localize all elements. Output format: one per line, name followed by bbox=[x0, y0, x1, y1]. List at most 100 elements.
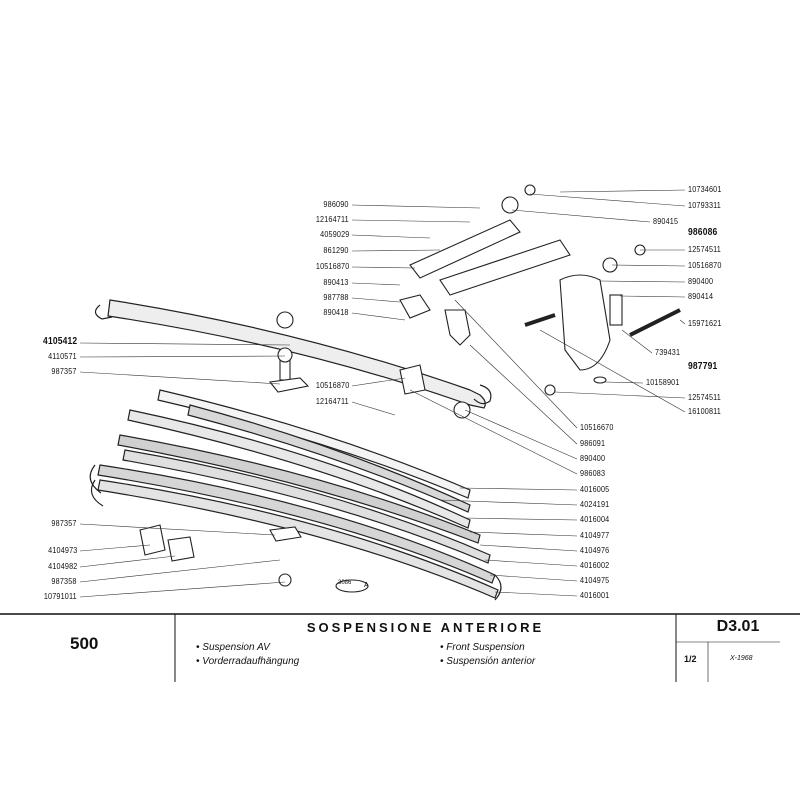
leader-line bbox=[351, 282, 401, 286]
part-number-label: 987788 bbox=[323, 292, 349, 302]
part-number-label: 4016004 bbox=[580, 514, 610, 524]
leader-line bbox=[611, 264, 686, 267]
leader-line bbox=[409, 389, 578, 475]
part-number-label: 4016001 bbox=[580, 590, 610, 600]
leader-line bbox=[464, 517, 578, 521]
sheet-number: 1/2 bbox=[684, 654, 697, 664]
sheet-code: D3.01 bbox=[716, 618, 760, 635]
subtitle-english: • Front Suspension bbox=[440, 642, 525, 653]
leader-line bbox=[621, 329, 653, 354]
part-number-label: 890418 bbox=[323, 307, 349, 317]
stamp-number: 3086 bbox=[338, 580, 352, 586]
part-number-label: 15971621 bbox=[688, 318, 722, 328]
part-number-label: 4104976 bbox=[580, 545, 610, 555]
part-number-label: 890413 bbox=[323, 277, 349, 287]
leader-line bbox=[619, 295, 686, 298]
part-number-label: 861290 bbox=[323, 245, 349, 255]
leader-line bbox=[79, 555, 176, 568]
part-number-label: 4104982 bbox=[47, 561, 77, 571]
part-number-label: 739431 bbox=[655, 347, 681, 357]
leader-line bbox=[459, 487, 578, 491]
part-number-label: 986091 bbox=[580, 438, 606, 448]
leader-line bbox=[529, 193, 686, 207]
model-number: 500 bbox=[70, 634, 99, 653]
part-number-label: 890400 bbox=[580, 453, 606, 463]
part-number-label: 10516670 bbox=[580, 422, 614, 432]
leader-line bbox=[469, 344, 578, 445]
leader-line bbox=[439, 499, 578, 506]
part-number-label: 4104973 bbox=[47, 545, 77, 555]
leader-line bbox=[599, 280, 686, 283]
leader-line bbox=[489, 574, 578, 582]
leader-line bbox=[454, 299, 578, 429]
leader-line bbox=[79, 342, 291, 346]
part-number-label: 4059029 bbox=[319, 229, 349, 239]
leader-line bbox=[464, 409, 578, 460]
leader-lines bbox=[79, 189, 686, 598]
leader-line bbox=[511, 209, 651, 223]
part-number-label: 4024191 bbox=[580, 499, 610, 509]
leader-line bbox=[351, 377, 406, 387]
part-number-label: 986086 bbox=[688, 227, 718, 238]
part-number-label: 10791011 bbox=[44, 591, 77, 601]
leader-line bbox=[79, 559, 281, 583]
leader-line bbox=[479, 544, 578, 552]
part-number-label: 10516870 bbox=[688, 260, 722, 270]
leader-line bbox=[79, 371, 281, 385]
part-number-label: 10734601 bbox=[688, 184, 722, 194]
part-number-label: 4016005 bbox=[580, 484, 610, 494]
subtitle-french: • Suspension AV bbox=[196, 642, 270, 653]
issue-date: X-1968 bbox=[730, 655, 753, 662]
title-block-rules bbox=[0, 613, 800, 682]
part-number-label: 986090 bbox=[323, 199, 349, 209]
leader-line bbox=[559, 189, 686, 193]
leader-line bbox=[604, 381, 644, 384]
leader-line bbox=[539, 329, 686, 413]
part-number-label: 12164711 bbox=[316, 396, 349, 406]
part-number-label: 12574511 bbox=[688, 244, 721, 254]
stamp-letter: A bbox=[364, 582, 369, 589]
leader-line bbox=[679, 319, 686, 325]
part-number-label: 16100811 bbox=[688, 406, 721, 416]
part-number-label: 890400 bbox=[688, 276, 714, 286]
leader-line bbox=[554, 391, 686, 399]
leader-line bbox=[79, 544, 151, 552]
part-number-label: 10158901 bbox=[646, 377, 680, 387]
subtitle-spanish: • Suspensión anterior bbox=[440, 656, 536, 667]
part-number-label: 4105412 bbox=[42, 336, 77, 347]
part-number-label: 12574511 bbox=[688, 392, 721, 402]
leader-line bbox=[351, 401, 396, 416]
leader-line bbox=[79, 523, 276, 536]
leader-line bbox=[79, 581, 286, 598]
part-number-label: 987357 bbox=[51, 366, 77, 376]
part-number-label: 987791 bbox=[688, 361, 718, 372]
diagram-title: SOSPENSIONE ANTERIORE bbox=[306, 620, 545, 635]
part-number-label: 890414 bbox=[688, 291, 714, 301]
subtitle-german: • Vorderradaufhängung bbox=[196, 656, 300, 667]
part-number-label: 10516870 bbox=[315, 380, 349, 390]
leader-line bbox=[79, 355, 286, 358]
part-number-label: 10793311 bbox=[688, 200, 721, 210]
leader-line bbox=[469, 531, 578, 537]
part-number-label: 4016002 bbox=[580, 560, 610, 570]
leader-line bbox=[494, 591, 578, 597]
part-number-label: 987358 bbox=[51, 576, 77, 586]
leader-line bbox=[351, 266, 416, 269]
hardware-parts bbox=[139, 184, 681, 593]
part-number-label: 987357 bbox=[51, 518, 77, 528]
leader-line bbox=[351, 204, 481, 209]
leader-line bbox=[351, 234, 431, 239]
leaf-spring-stack bbox=[89, 299, 502, 601]
leader-line bbox=[351, 312, 406, 321]
part-number-label: 890415 bbox=[653, 216, 679, 226]
leader-line bbox=[351, 249, 441, 252]
leader-line bbox=[351, 297, 401, 303]
part-number-label: 4110571 bbox=[48, 351, 77, 361]
part-number-label: 986083 bbox=[580, 468, 606, 478]
part-number-label: 12164711 bbox=[316, 214, 349, 224]
part-number-label: 10516870 bbox=[315, 261, 349, 271]
leader-line bbox=[351, 219, 471, 223]
leader-line bbox=[484, 559, 578, 567]
part-number-label: 4104975 bbox=[580, 575, 610, 585]
